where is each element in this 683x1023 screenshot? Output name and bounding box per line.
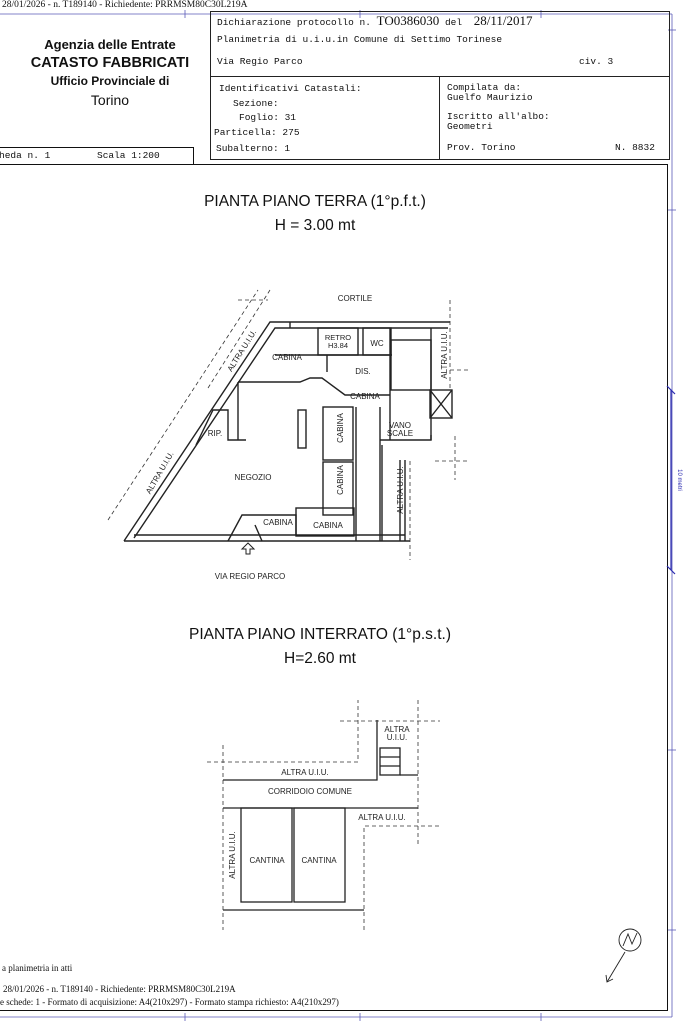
footer-request-line: 28/01/2026 - n. T189140 - Richiedente: P… (3, 984, 236, 994)
plan-line: Planimetria di u.i.u.in Comune di Settim… (217, 34, 503, 45)
top-request-line: 28/01/2026 - n. T189140 - Richiedente: P… (2, 0, 248, 10)
basement-plan (223, 720, 418, 911)
scale: Scala 1:200 (97, 150, 160, 161)
ground-floor-plan (123, 321, 453, 542)
label-uiu: U.I.U. (387, 733, 407, 742)
footer-format-line: e schede: 1 - Formato di acquisizione: A… (0, 997, 339, 1007)
basement-labels: ALTRA U.I.U. ALTRA U.I.U. CORRIDOIO COMU… (228, 725, 410, 879)
subalterno: Subalterno: 1 (216, 143, 291, 154)
label-disimpegno: DIS. (355, 367, 371, 376)
address: Via Regio Parco (217, 56, 303, 67)
albo: Geometri (447, 121, 493, 132)
registration-number: N. 8832 (615, 142, 655, 153)
label-cabina: CABINA (272, 353, 302, 362)
label-cabina: CABINA (350, 392, 380, 401)
label-vano: VANO (389, 421, 411, 430)
ground-floor-labels: CORTILE ALTRA U.I.U. RETRO H3.84 WC CABI… (144, 294, 449, 581)
scheda-number: heda n. 1 (0, 150, 51, 161)
sezione: Sezione: (233, 98, 279, 109)
label-street: VIA REGIO PARCO (215, 572, 286, 581)
label-ripostiglio: RIP. (208, 429, 223, 438)
footer-note: a planimetria in atti (2, 963, 73, 973)
label-retro-height: H3.84 (328, 341, 348, 350)
label-cabina: CABINA (263, 518, 293, 527)
province: Prov. Torino (447, 142, 516, 153)
label-negozio: NEGOZIO (235, 473, 272, 482)
label-cabina: CABINA (336, 412, 345, 442)
north-arrow-icon (605, 928, 642, 983)
label-cabina: CABINA (336, 464, 345, 494)
plan2-height: H=2.60 mt (284, 650, 356, 667)
plan1-height: H = 3.00 mt (274, 217, 356, 234)
label-altra-uiu: ALTRA U.I.U. (440, 331, 449, 378)
plan1-title: PIANTA PIANO TERRA (1°p.f.t.) (204, 193, 426, 210)
civic-number: civ. 3 (579, 56, 614, 67)
label-cabina: CABINA (313, 521, 343, 530)
ident-title: Identificativi Catastali: (219, 83, 362, 94)
label-cantina: CANTINA (301, 856, 337, 865)
label-altra-uiu: ALTRA U.I.U. (396, 466, 405, 513)
compilata-label: Compilata da: (447, 82, 522, 93)
entrance-arrow-icon (240, 542, 256, 555)
label-retro: RETRO (325, 333, 351, 342)
label-altra-uiu: ALTRA U.I.U. (228, 831, 237, 878)
albo-label: Iscritto all'albo: (447, 111, 550, 122)
label-altra-uiu: ALTRA U.I.U. (281, 768, 328, 777)
agency-office: Ufficio Provinciale di (50, 74, 170, 88)
label-wc: WC (370, 339, 384, 348)
label-scale: SCALE (387, 429, 413, 438)
scale-bar-label: 10 metri (676, 469, 682, 491)
label-corridoio-comune: CORRIDOIO COMUNE (268, 787, 352, 796)
drawing-frame (0, 164, 668, 1011)
compilata-name: Guelfo Maurizio (447, 92, 533, 103)
label-cantina: CANTINA (249, 856, 285, 865)
agency-dept: CATASTO FABBRICATI (30, 55, 190, 71)
agency-name: Agenzia delle Entrate (44, 37, 176, 52)
plan2-title: PIANTA PIANO INTERRATO (1°p.s.t.) (189, 626, 451, 643)
particella: Particella: 275 (214, 127, 300, 138)
agency-city: Torino (90, 92, 130, 108)
label-altra-uiu: ALTRA U.I.U. (144, 450, 176, 496)
label-altra-uiu: ALTRA U.I.U. (358, 813, 405, 822)
header-box: Dichiarazione protocollo n. TO0386030 de… (210, 11, 670, 160)
label-altra: ALTRA (384, 725, 410, 734)
protocol-line: Dichiarazione protocollo n. TO0386030 de… (217, 13, 533, 28)
foglio: Foglio: 31 (239, 112, 297, 123)
label-cortile: CORTILE (338, 294, 373, 303)
scale-bar (666, 385, 676, 575)
label-altra-uiu: ALTRA U.I.U. (225, 328, 258, 373)
